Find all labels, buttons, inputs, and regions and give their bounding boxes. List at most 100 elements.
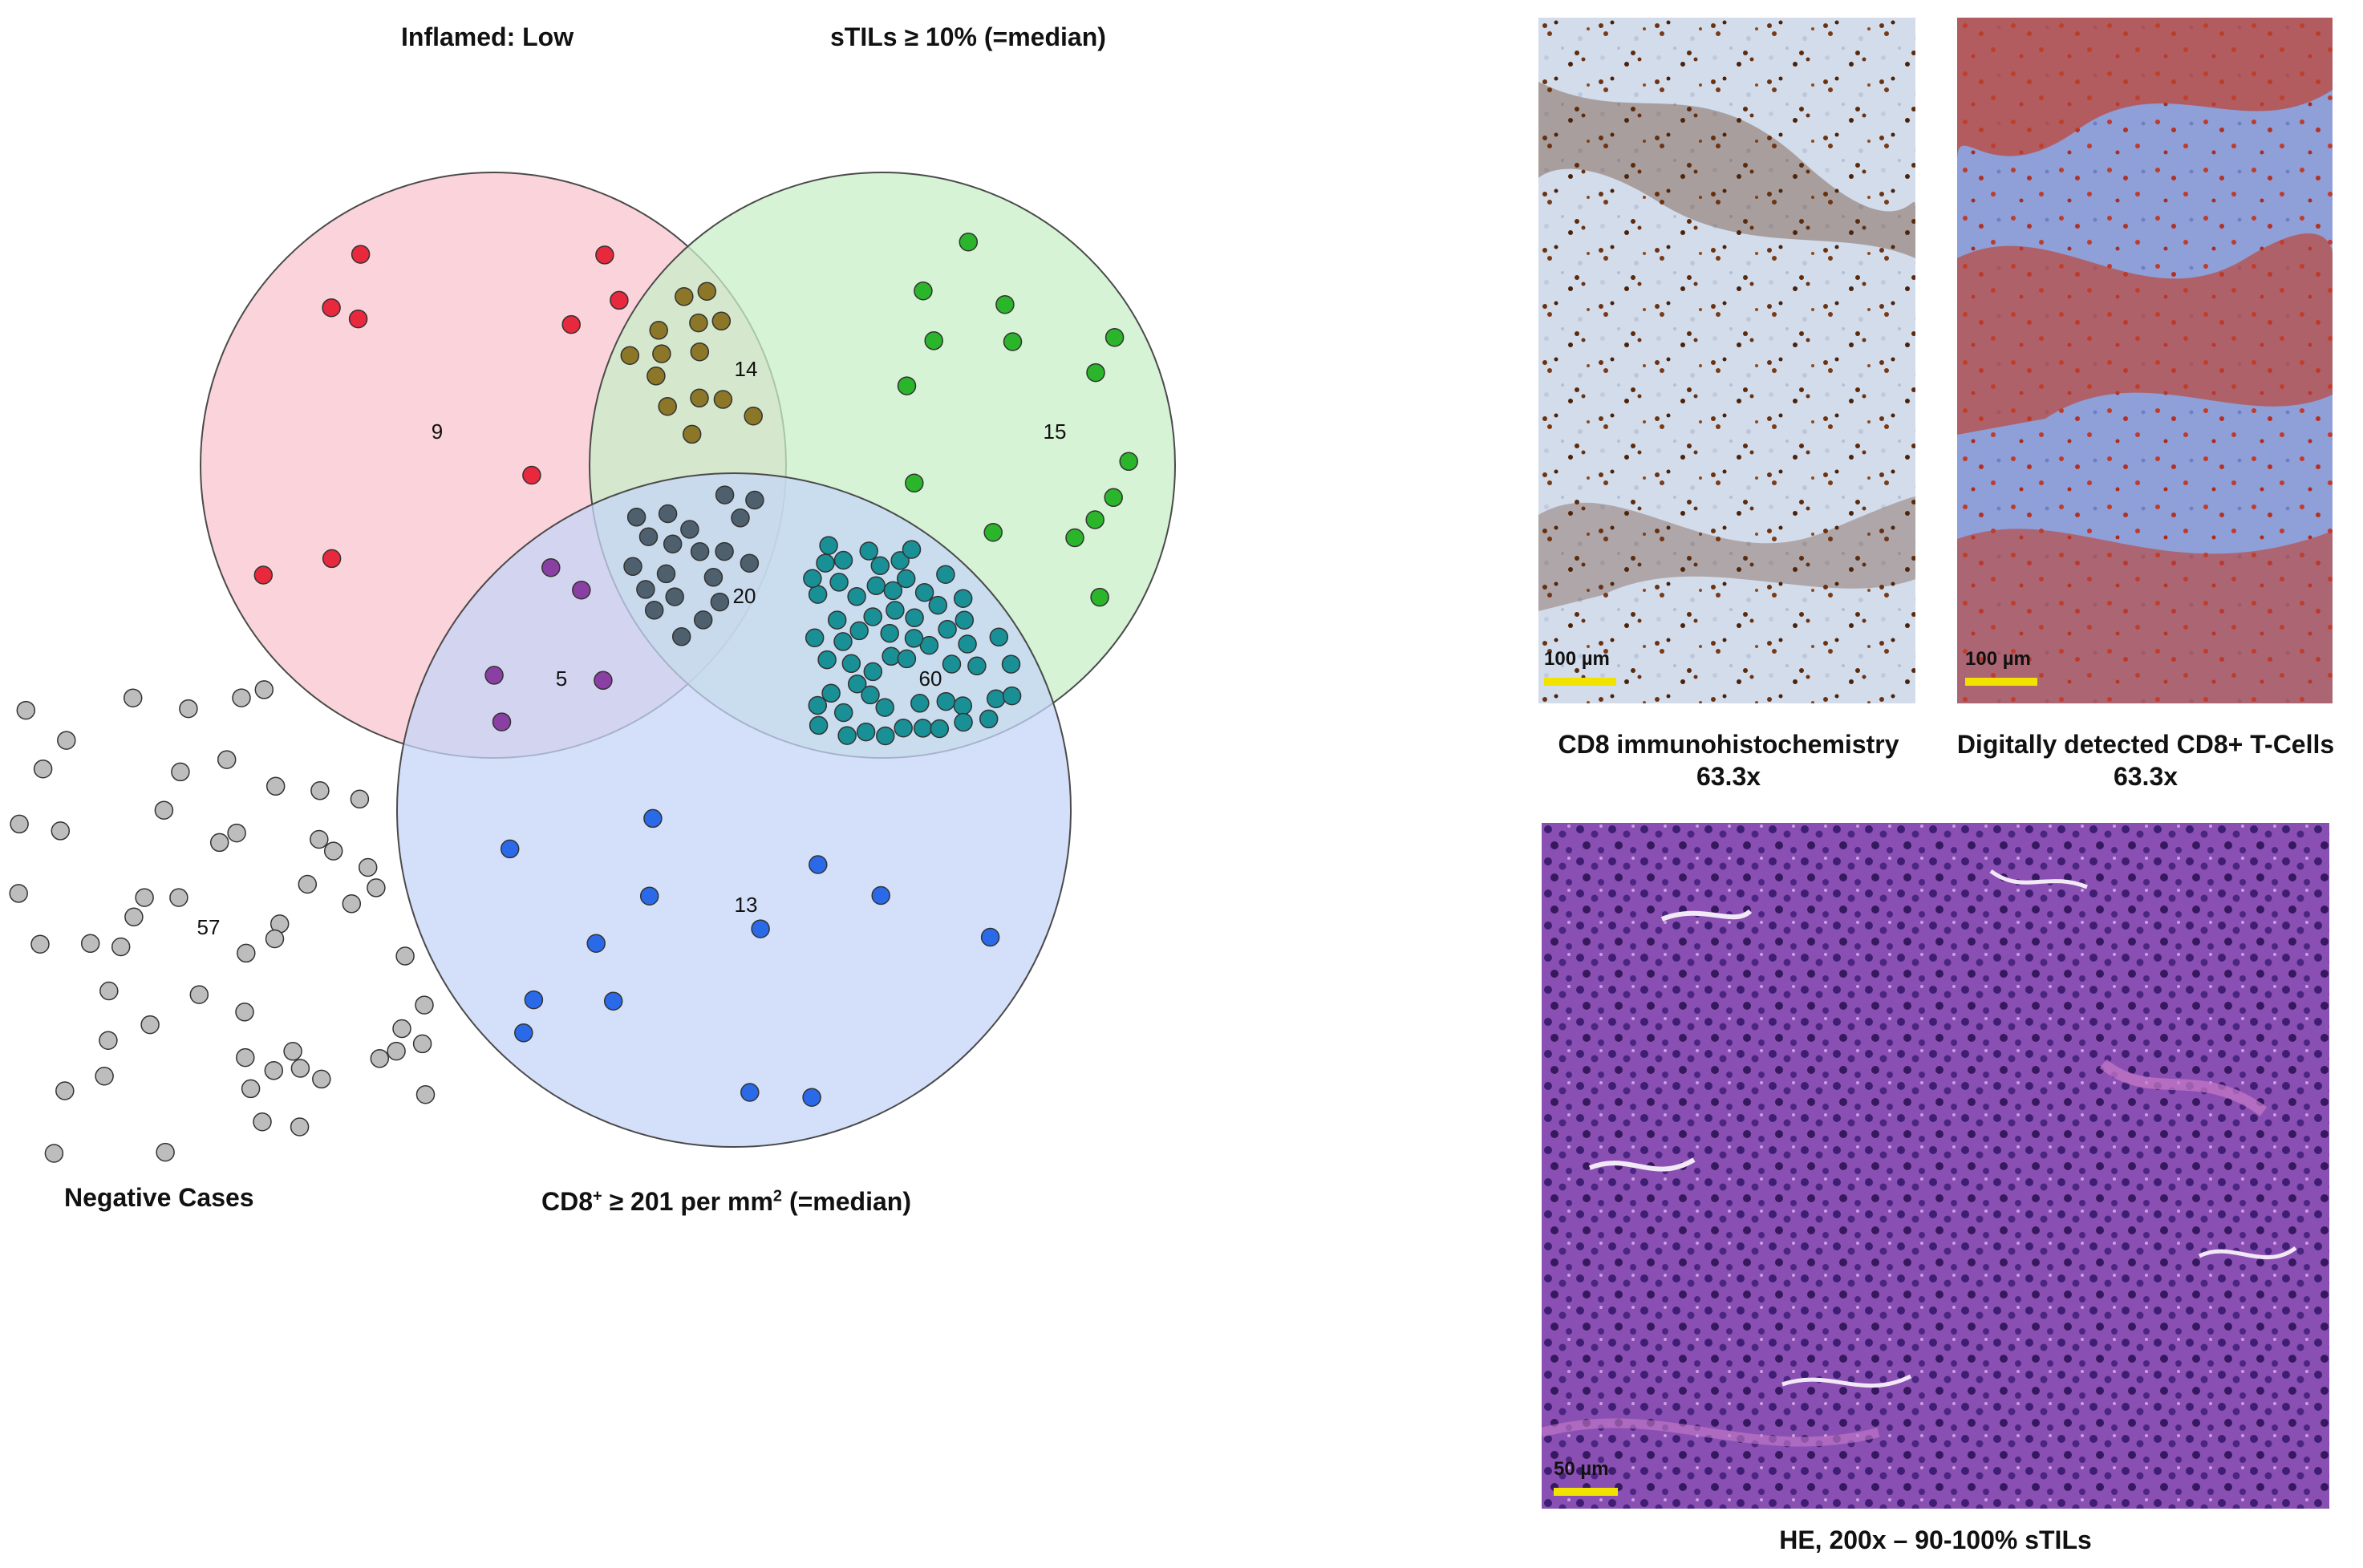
- case-dot-stils_only: [1090, 587, 1109, 607]
- case-dot-negative: [415, 995, 434, 1015]
- case-dot-inflamed_only: [322, 298, 341, 318]
- venn-dots: [9, 232, 1138, 1163]
- he-scale-bar: [1554, 1488, 1618, 1496]
- case-dot-negative: [154, 800, 174, 820]
- venn-circle-cd8: [396, 472, 1072, 1148]
- case-dot-inflamed_only: [522, 465, 541, 485]
- case-dot-inflamed_stils: [652, 344, 671, 363]
- case-dot-stils_only: [924, 331, 943, 350]
- case-dot-stils_cd8: [986, 689, 1006, 709]
- digital-scale-label: 100 µm: [1965, 648, 2031, 670]
- case-dot-negative: [44, 1144, 64, 1163]
- case-dot-stils_cd8: [919, 635, 939, 655]
- case-dot-all_three: [665, 587, 684, 606]
- case-dot-inflamed_only: [595, 245, 614, 265]
- case-dot-negative: [99, 981, 119, 1001]
- case-dot-inflamed_stils: [646, 367, 666, 386]
- case-dot-stils_cd8: [905, 608, 924, 628]
- case-dot-all_three: [680, 520, 699, 539]
- set-label-stils: sTILs ≥ 10% (=median): [830, 22, 1106, 51]
- case-dot-stils_cd8: [847, 674, 867, 694]
- case-dot-cd8_only: [809, 855, 828, 874]
- digital-detection-texture: [1957, 18, 2333, 703]
- case-dot-stils_cd8: [861, 685, 880, 705]
- case-dot-negative: [342, 894, 362, 914]
- negative-cases-label: Negative Cases: [64, 1183, 254, 1212]
- case-dot-cd8_only: [639, 886, 659, 906]
- region-count-stils_only: 15: [1044, 419, 1067, 444]
- case-dot-cd8_only: [751, 919, 770, 938]
- case-dot-inflamed_only: [322, 549, 342, 569]
- case-dot-all_three: [740, 553, 760, 573]
- case-dot-stils_cd8: [819, 536, 838, 555]
- cd8-ihc-scale-bar: [1544, 678, 1616, 686]
- case-dot-negative: [415, 1084, 436, 1104]
- case-dot-negative: [124, 907, 144, 927]
- case-dot-cd8_only: [514, 1023, 533, 1043]
- case-dot-stils_cd8: [833, 703, 853, 723]
- case-dot-inflamed_stils: [658, 396, 677, 416]
- cd8-ihc-caption-line1: CD8 immunohistochemistry: [1558, 730, 1899, 759]
- case-dot-stils_cd8: [833, 550, 853, 570]
- case-dot-stils_cd8: [882, 646, 901, 667]
- case-dot-all_three: [710, 592, 730, 612]
- cd8-ihc-texture: [1538, 18, 1915, 703]
- case-dot-negative: [236, 1047, 255, 1068]
- region-count-inflamed_stils: 14: [735, 357, 758, 381]
- case-dot-inflamed_cd8: [541, 557, 561, 577]
- cd8-ihc-caption: CD8 immunohistochemistry 63.3x: [1524, 728, 1933, 792]
- case-dot-stils_only: [1104, 488, 1123, 508]
- digital-detection-image: [1957, 18, 2333, 703]
- case-dot-stils_cd8: [833, 632, 853, 651]
- case-dot-stils_cd8: [870, 556, 890, 576]
- case-dot-all_three: [671, 627, 691, 646]
- case-dot-negative: [392, 1019, 411, 1039]
- case-dot-stils_cd8: [816, 553, 835, 573]
- case-dot-negative: [156, 1142, 175, 1162]
- case-dot-stils_cd8: [936, 691, 956, 711]
- case-dot-stils_cd8: [958, 634, 977, 654]
- case-dot-stils_cd8: [849, 621, 869, 641]
- case-dot-all_three: [656, 564, 676, 584]
- case-dot-inflamed_stils: [689, 313, 708, 333]
- cd8-ihc-caption-line2: 63.3x: [1696, 762, 1761, 791]
- case-dot-stils_cd8: [913, 719, 933, 738]
- case-dot-stils_only: [1104, 327, 1125, 347]
- case-dot-inflamed_cd8: [484, 666, 504, 685]
- case-dot-inflamed_stils: [690, 388, 709, 408]
- case-dot-negative: [232, 688, 251, 707]
- case-dot-inflamed_only: [348, 309, 368, 329]
- he-image: [1542, 823, 2329, 1509]
- case-dot-stils_cd8: [837, 726, 857, 745]
- case-dot-stils_only: [1085, 510, 1104, 529]
- case-dot-negative: [241, 1079, 261, 1099]
- case-dot-negative: [55, 1081, 75, 1100]
- case-dot-negative: [412, 1034, 432, 1054]
- case-dot-negative: [370, 1049, 390, 1068]
- case-dot-all_three: [644, 601, 664, 620]
- case-dot-all_three: [638, 527, 659, 546]
- case-dot-negative: [217, 750, 237, 769]
- case-dot-all_three: [715, 485, 735, 504]
- case-dot-negative: [310, 829, 329, 849]
- case-dot-inflamed_cd8: [492, 712, 512, 731]
- case-dot-negative: [80, 934, 100, 954]
- case-dot-all_three: [626, 508, 646, 527]
- region-count-all_three: 20: [733, 584, 756, 608]
- case-dot-negative: [30, 934, 50, 954]
- case-dot-inflamed_stils: [690, 342, 710, 362]
- case-dot-cd8_only: [524, 990, 544, 1010]
- case-dot-negative: [395, 946, 415, 966]
- case-dot-negative: [290, 1117, 310, 1136]
- case-dot-negative: [123, 688, 143, 707]
- case-dot-negative: [367, 878, 386, 897]
- case-dot-all_three: [658, 504, 678, 524]
- case-dot-stils_cd8: [866, 576, 886, 596]
- case-dot-negative: [323, 841, 343, 861]
- case-dot-negative: [10, 814, 29, 834]
- case-dot-stils_cd8: [942, 654, 962, 674]
- case-dot-inflamed_cd8: [572, 580, 591, 600]
- case-dot-stils_cd8: [847, 587, 866, 606]
